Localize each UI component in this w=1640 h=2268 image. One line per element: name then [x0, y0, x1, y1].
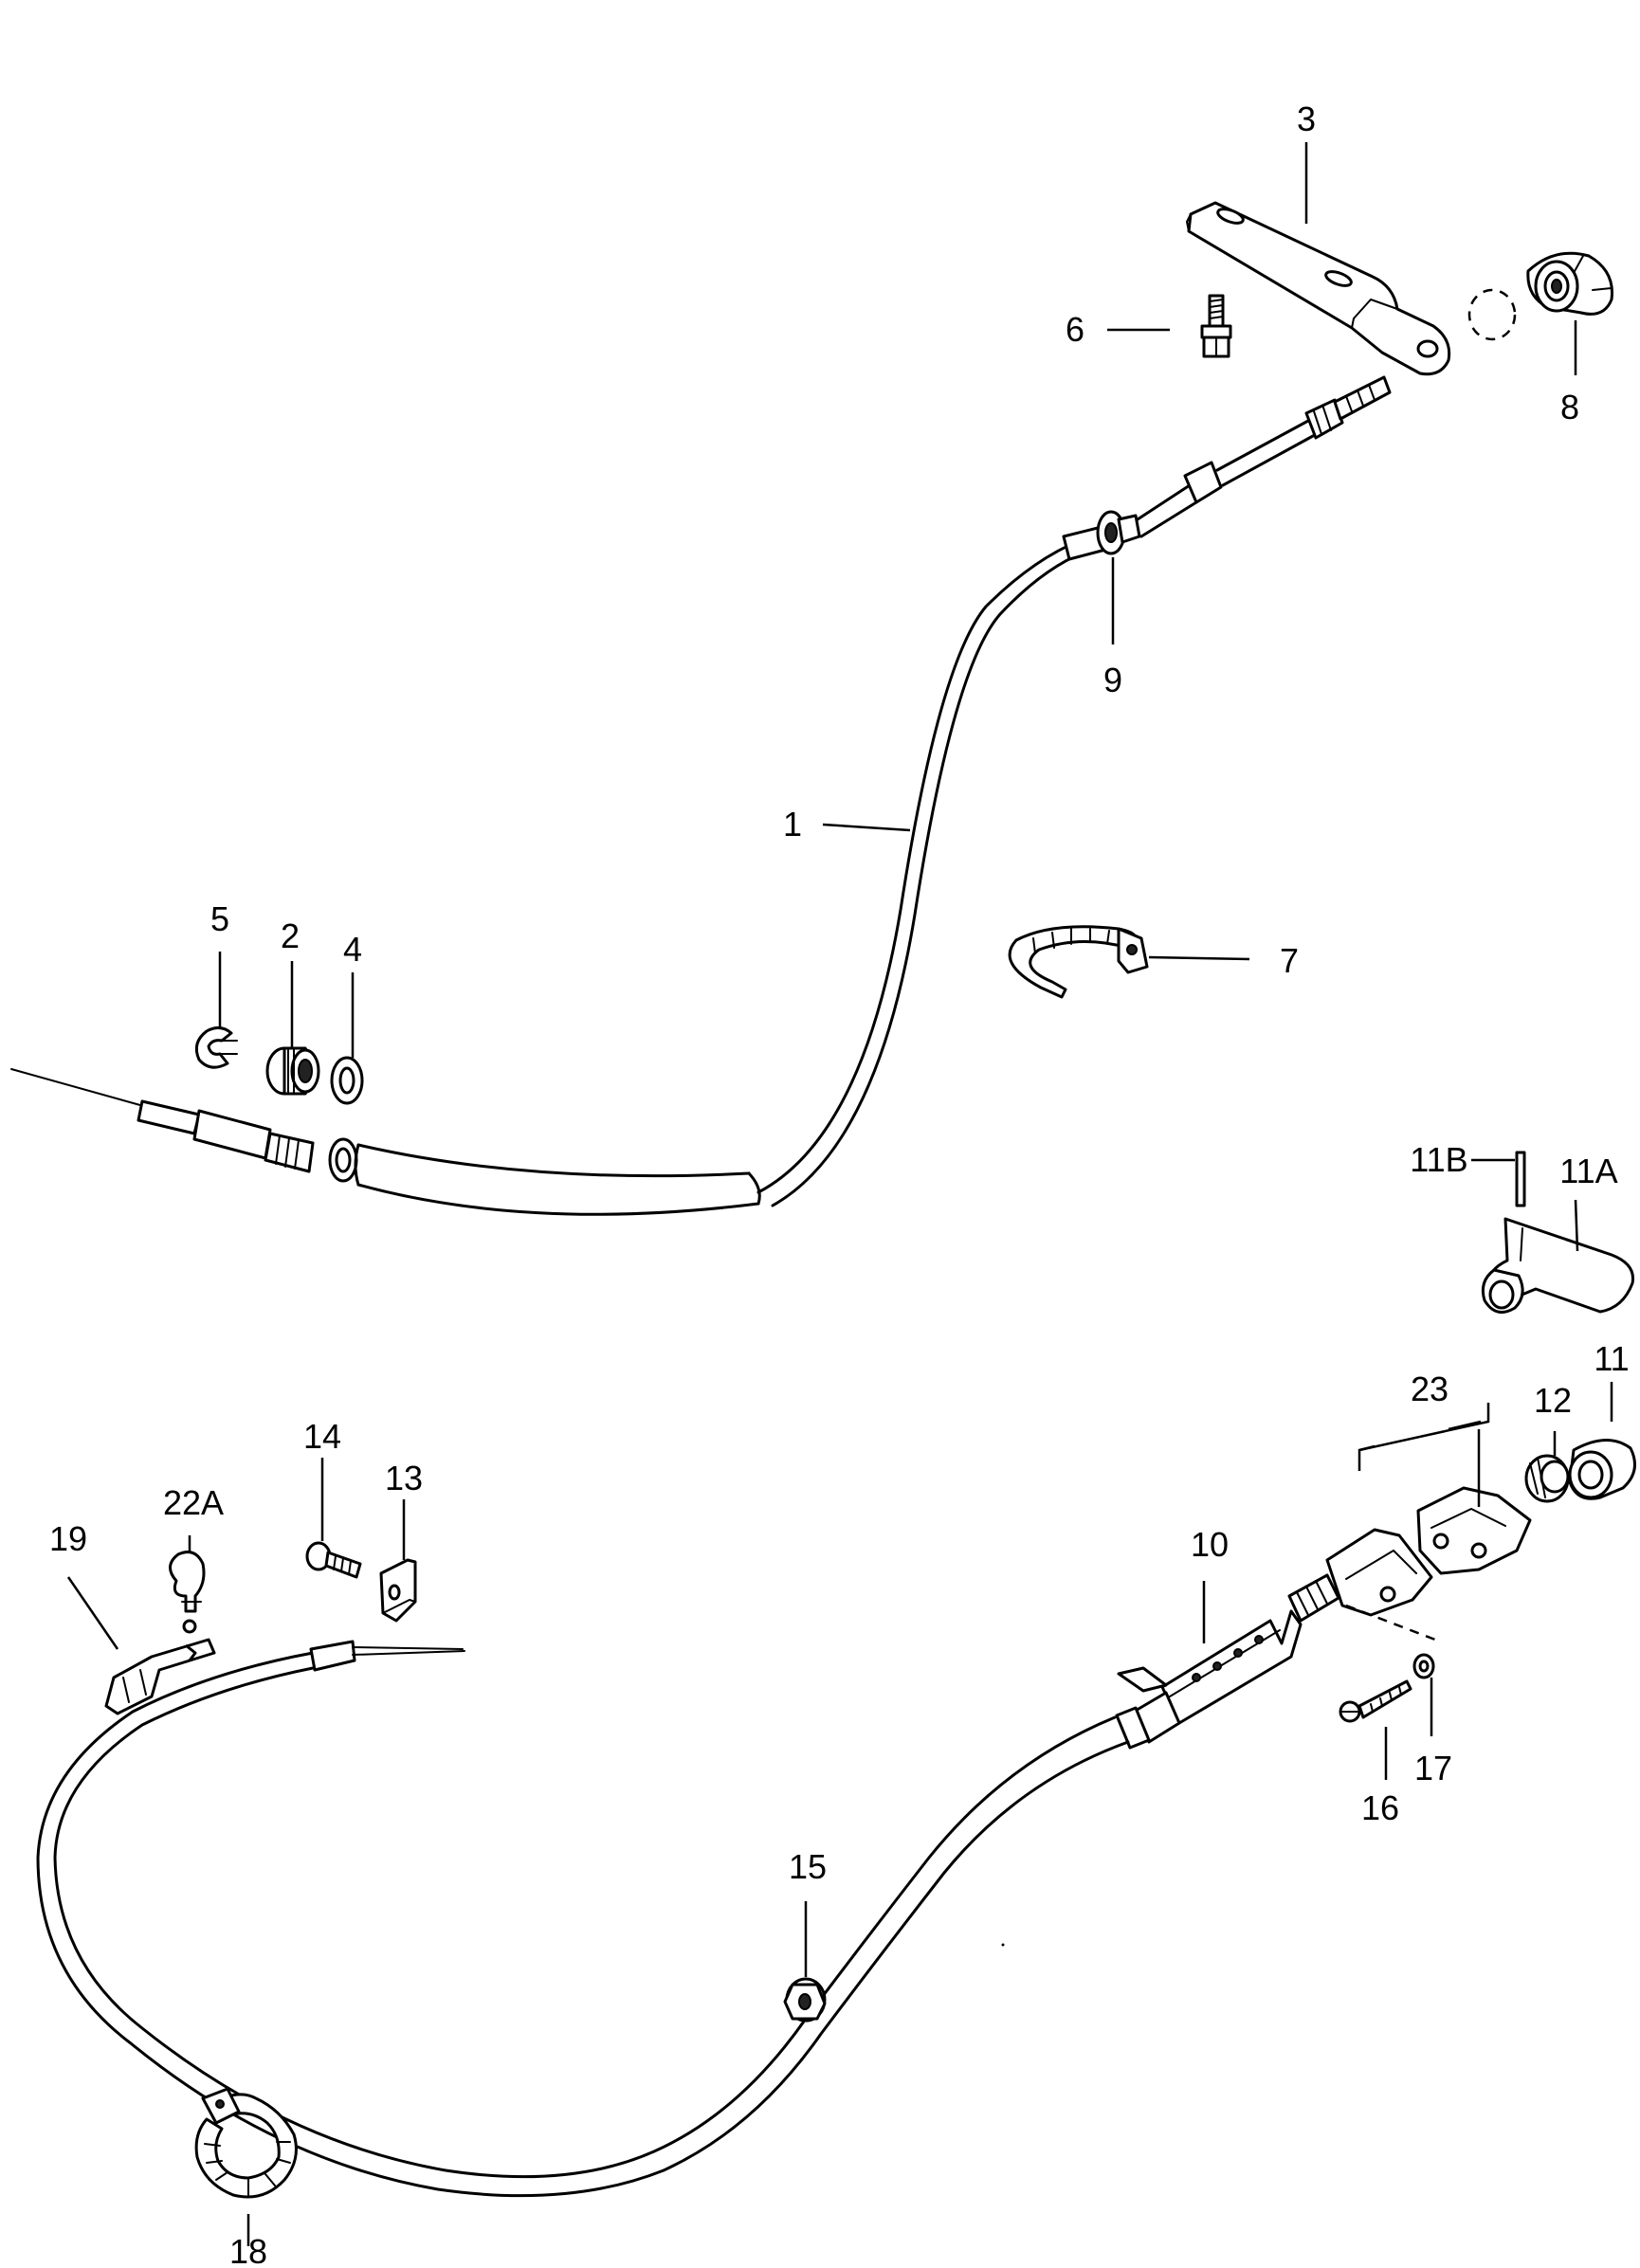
pin-part-11B: [1515, 1151, 1526, 1207]
callout-11: 11: [1594, 1339, 1629, 1378]
grommet-part-15: [783, 1977, 827, 2023]
washer-part-4: [330, 1056, 364, 1105]
callout-labels: 1 2 3 4 5 6 7 8 9 10 11 11A 11B 12 13 14…: [49, 100, 1630, 2268]
callout-22A: 22A: [163, 1483, 224, 1522]
callout-23: 23: [1411, 1370, 1449, 1408]
callout-13: 13: [385, 1459, 423, 1497]
callout-12: 12: [1534, 1381, 1572, 1420]
cable-tie-part-7: [1008, 925, 1149, 999]
leader-lines: [66, 142, 1613, 2246]
bushing-part-2: [265, 1046, 320, 1096]
callout-4: 4: [343, 930, 362, 969]
mount-assembly-part-23: [1325, 1403, 1532, 1642]
callout-5: 5: [210, 899, 229, 938]
handle-part-11A: [1481, 1217, 1635, 1314]
washer-part-17: [1412, 1653, 1435, 1679]
callout-19: 19: [49, 1519, 87, 1558]
cable-1-upper: [10, 375, 1392, 1216]
retainer-part-19: [104, 1638, 216, 1715]
bushing-part-12: [1524, 1454, 1570, 1503]
callout-18: 18: [229, 2232, 267, 2268]
callout-1: 1: [783, 805, 802, 844]
callout-11B: 11B: [1410, 1140, 1467, 1179]
callout-11A: 11A: [1559, 1152, 1617, 1190]
callout-17: 17: [1414, 1749, 1452, 1787]
hose-clamp-part-18: [194, 2087, 298, 2199]
callout-14: 14: [303, 1417, 341, 1456]
callout-2: 2: [281, 916, 300, 955]
bracket-clip-part-13: [379, 1558, 417, 1623]
callout-6: 6: [1066, 310, 1084, 349]
clamp-part-22A: [169, 1551, 206, 1634]
callout-10: 10: [1191, 1525, 1229, 1564]
callout-15: 15: [789, 1847, 827, 1886]
cable-10-lower: [36, 1573, 1340, 2198]
callout-8: 8: [1560, 388, 1579, 426]
callout-9: 9: [1103, 661, 1122, 699]
callout-16: 16: [1361, 1788, 1399, 1827]
clip-part-5: [194, 1026, 238, 1069]
bracket-part-3: [1186, 201, 1451, 376]
knob-part-11: [1568, 1439, 1636, 1500]
nut-part-8: [1467, 251, 1613, 341]
callout-7: 7: [1280, 941, 1299, 980]
screw-part-14: [305, 1541, 362, 1579]
screw-part-16: [1339, 1679, 1412, 1723]
bolt-part-6: [1200, 294, 1232, 358]
callout-3: 3: [1297, 100, 1316, 138]
